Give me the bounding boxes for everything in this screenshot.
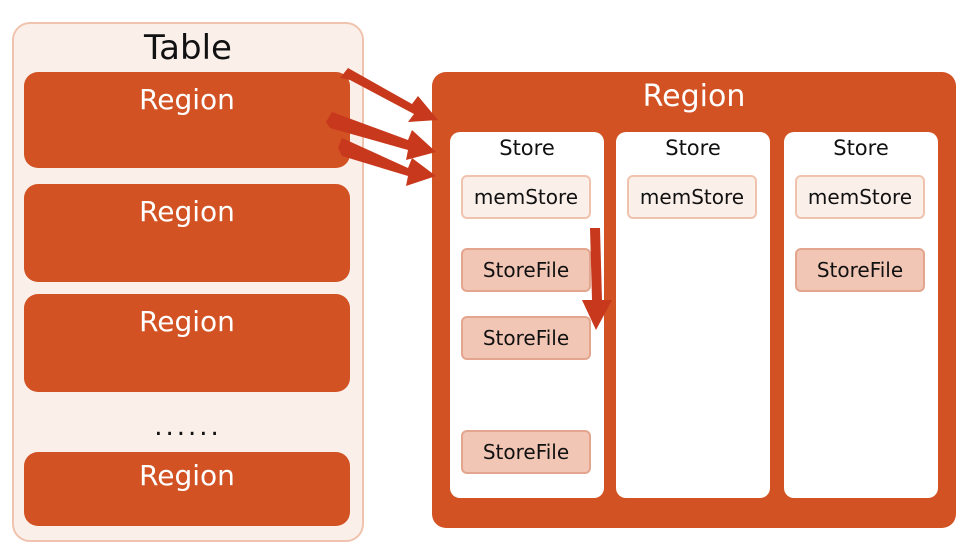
store-title: Store: [499, 136, 555, 160]
ellipsis: ......: [154, 412, 222, 442]
table-region-4: Region: [24, 452, 350, 526]
table-region-label: Region: [139, 305, 235, 338]
storefile-box: StoreFile: [795, 248, 925, 292]
storefile-box: StoreFile: [461, 430, 591, 474]
storefile-box: StoreFile: [461, 248, 591, 292]
table-region-label: Region: [139, 459, 235, 492]
map-arrow-icon: [326, 112, 436, 160]
store-title: Store: [665, 136, 721, 160]
table-region-label: Region: [139, 83, 235, 116]
map-arrow-icon: [338, 138, 436, 186]
flush-arrow-icon: [582, 228, 612, 330]
store-title: Store: [833, 136, 889, 160]
table-region-2: Region: [24, 184, 350, 282]
memstore-box: memStore: [627, 175, 757, 219]
table-title: Table: [144, 28, 232, 68]
map-arrow-icon: [340, 68, 438, 122]
memstore-box: memStore: [795, 175, 925, 219]
table-region-3: Region: [24, 294, 350, 392]
table-region-label: Region: [139, 195, 235, 228]
storefile-box: StoreFile: [461, 316, 591, 360]
region-title: Region: [642, 79, 746, 114]
memstore-box: memStore: [461, 175, 591, 219]
table-region-1: Region: [24, 72, 350, 168]
